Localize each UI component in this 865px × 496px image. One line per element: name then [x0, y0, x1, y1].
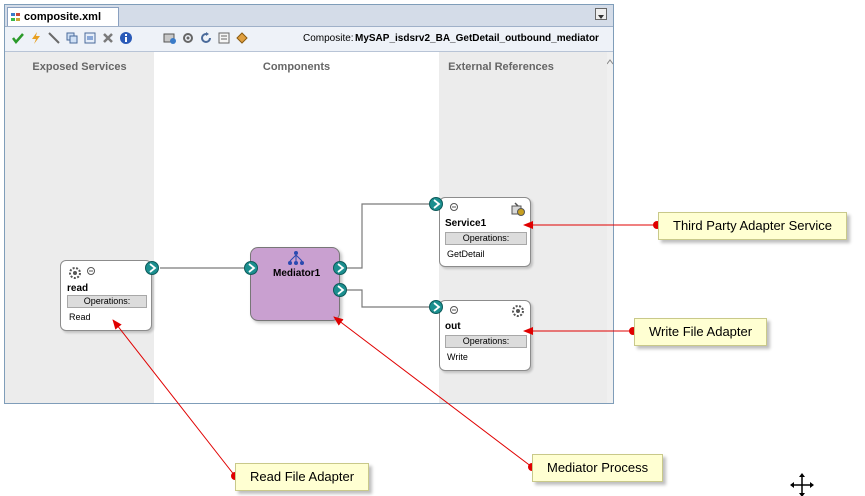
- adapter-gear-icon: [512, 305, 524, 317]
- refresh-icon[interactable]: [199, 31, 213, 45]
- collapse-icon[interactable]: [87, 267, 95, 275]
- info-icon[interactable]: [119, 31, 133, 45]
- composite-name: MySAP_isdsrv2_BA_GetDetail_outbound_medi…: [355, 33, 599, 44]
- read-service-card[interactable]: read Operations: Read: [60, 260, 152, 331]
- read-service-port[interactable]: [145, 261, 159, 275]
- out-operations-header: Operations:: [445, 335, 527, 348]
- composite-label: Composite:: [303, 33, 354, 44]
- test-icon[interactable]: [163, 31, 177, 45]
- tab-label: composite.xml: [24, 11, 102, 23]
- callout-mediator-process: Mediator Process: [532, 454, 664, 482]
- swimlane-title-components: Components: [262, 61, 331, 73]
- out-operation-item[interactable]: Write: [447, 352, 468, 362]
- arrow-read-file: [112, 319, 239, 480]
- read-operation-item[interactable]: Read: [69, 312, 91, 322]
- canvas-vertical-scrollbar[interactable]: [607, 52, 613, 403]
- mediator1-title: Mediator1: [273, 268, 321, 279]
- mediator-icon: [288, 251, 304, 265]
- adapter-gear-icon: [69, 267, 81, 279]
- read-operations-header: Operations:: [67, 295, 147, 308]
- swimlane-exposed-services: [5, 52, 154, 403]
- swimlane-title-external: External References: [448, 61, 554, 73]
- read-service-title: read: [67, 283, 89, 294]
- ports: [145, 197, 443, 314]
- properties-icon[interactable]: [217, 31, 231, 45]
- arrow-mediator-process: [333, 316, 536, 471]
- paste-icon[interactable]: [83, 31, 97, 45]
- out-title: out: [445, 321, 461, 332]
- callout-read-file-adapter: Read File Adapter: [235, 463, 370, 491]
- wire-mediator-to-out[interactable]: [346, 289, 429, 308]
- service1-operation-item[interactable]: GetDetail: [447, 249, 485, 259]
- scroll-up-icon[interactable]: [607, 58, 613, 66]
- wire-mediator-to-service1[interactable]: [346, 203, 429, 269]
- collapse-icon[interactable]: [450, 203, 458, 211]
- layout-icon[interactable]: [235, 31, 249, 45]
- arrow-write-file: [523, 327, 637, 335]
- composite-canvas[interactable]: Exposed Services Components External Ref…: [5, 52, 607, 403]
- deploy-lightning-icon[interactable]: [29, 31, 43, 45]
- collapse-icon[interactable]: [450, 306, 458, 314]
- delete-icon[interactable]: [101, 31, 115, 45]
- service1-in-port[interactable]: [429, 197, 443, 211]
- callout-third-party-adapter: Third Party Adapter Service: [658, 212, 847, 240]
- settings-gear-icon[interactable]: [181, 31, 195, 45]
- service1-operations-header: Operations:: [445, 232, 527, 245]
- copy-icon[interactable]: [65, 31, 79, 45]
- move-cursor-icon: [790, 473, 814, 496]
- editor-tab-bar: composite.xml: [5, 5, 613, 27]
- tab-list-dropdown-icon[interactable]: [595, 8, 607, 20]
- service1-title: Service1: [445, 218, 487, 229]
- mediator-out-port-2[interactable]: [333, 283, 347, 297]
- out-in-port[interactable]: [429, 300, 443, 314]
- third-party-adapter-icon: [511, 202, 525, 216]
- callout-arrows: [112, 221, 661, 480]
- wire-tool-icon[interactable]: [47, 31, 61, 45]
- tab-composite-xml[interactable]: composite.xml: [7, 7, 119, 26]
- composite-toolbar: Composite: MySAP_isdsrv2_BA_GetDetail_ou…: [5, 27, 613, 52]
- arrow-third-party: [523, 221, 661, 229]
- callout-write-file-adapter: Write File Adapter: [634, 318, 768, 346]
- mediator-out-port-1[interactable]: [333, 261, 347, 275]
- swimlane-title-exposed: Exposed Services: [32, 61, 127, 73]
- out-reference-card[interactable]: out Operations: Write: [439, 300, 531, 371]
- mediator-in-port[interactable]: [244, 261, 258, 275]
- wires: [160, 203, 429, 308]
- service1-reference-card[interactable]: Service1 Operations: GetDetail: [439, 197, 531, 267]
- validate-check-icon[interactable]: [11, 31, 25, 45]
- mediator1-component[interactable]: Mediator1: [250, 247, 340, 321]
- composite-file-icon: [11, 13, 20, 21]
